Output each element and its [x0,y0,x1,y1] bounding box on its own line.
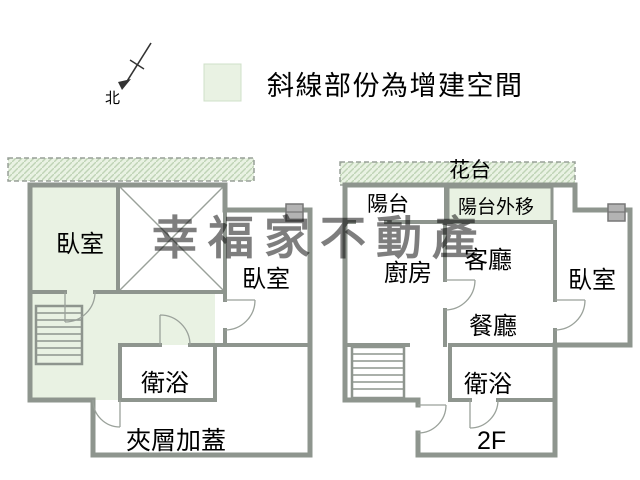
second-floor-door-arcs [417,279,586,434]
room-label-bathroom: 衛浴 [141,370,189,397]
north-compass: 北 [105,42,152,107]
balcony-extension-box [446,185,554,224]
second-floor-outer-walls [342,182,633,458]
mezzanine-outer-walls [27,182,313,458]
north-label: 北 [105,90,120,107]
mezzanine-hatched-strip [7,157,255,182]
strip-hatch [7,157,255,182]
room-label-bedroom: 臥室 [568,267,616,294]
room-label-bedroom-right: 臥室 [242,266,290,293]
second-floor-stairs [350,345,406,400]
second-floor-interior-walls [343,183,557,402]
mezzanine-title: 夾層加蓋 [126,427,226,455]
room-label-bathroom: 衛浴 [464,371,512,398]
mezzanine-interior-walls [28,183,312,402]
legend: 斜線部份為增建空間 [203,63,524,102]
void-cross-lines [117,184,226,293]
room-label-balcony-extension: 陽台外移 [458,196,534,218]
ac-unit-icon [607,203,626,222]
second-floor-hatched-strip [339,161,576,186]
ac-unit-icon [285,203,304,222]
mezzanine-door-arcs [64,291,256,428]
second-floor-title: 2F [477,427,506,455]
watermark-text: 幸福家不動產 [152,212,488,264]
compass-crossbar [129,59,145,70]
room-label-balcony: 陽台 [367,193,409,216]
mezzanine-plan: 臥室 臥室 衛浴 夾層加蓋 [7,157,313,458]
room-label-kitchen: 廚房 [384,260,432,287]
room-label-bedroom-left: 臥室 [56,231,104,258]
room-label-dining-room: 餐廳 [469,313,517,340]
legend-text: 斜線部份為增建空間 [267,71,524,101]
compass-arrowhead-icon [118,79,131,90]
room-label-flower-stand: 花台 [449,159,491,182]
legend-added-space-swatch [203,63,242,102]
mezzanine-stairs [34,304,84,366]
room-label-living-room: 客廳 [464,247,512,274]
strip-hatch [339,161,576,186]
second-floor-plan: 花台 陽台 陽台外移 廚房 客廳 餐廳 臥室 衛浴 2F [339,159,633,458]
